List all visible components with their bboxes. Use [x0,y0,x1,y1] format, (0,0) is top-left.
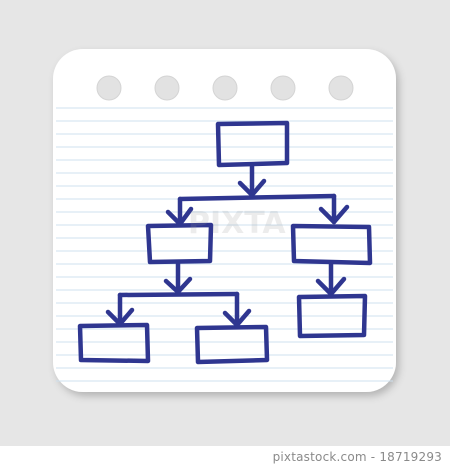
ruled-lines [56,107,393,382]
lower-mid-arrowhead [222,308,252,328]
right-stem-arrowhead [315,276,347,297]
right-node-box [290,223,373,266]
lower-left-node-box [77,322,151,364]
binding-hole [212,75,238,101]
binding-hole [328,75,354,101]
right-arrowhead [318,204,350,225]
hierarchy-chart-icon [77,120,373,365]
binding-hole [96,75,122,101]
level1-branch [177,193,337,202]
stock-credit-text: pixtastock.com - 18719293 [272,450,442,464]
binding-hole [270,75,296,101]
notepad-svg [53,49,396,392]
lower-right-node-box [296,293,368,339]
lower-mid-node-box [194,324,270,365]
left-stem-arrowhead [163,276,193,295]
top-node-box [215,120,290,168]
paper-sheet [53,49,396,392]
level2-branch [117,291,240,298]
footer-bar: pixtastock.com - 18719293 [0,446,450,469]
left-node-box [145,222,214,265]
top-arrowhead [237,178,267,198]
binding-holes [96,75,354,101]
binding-hole [154,75,180,101]
